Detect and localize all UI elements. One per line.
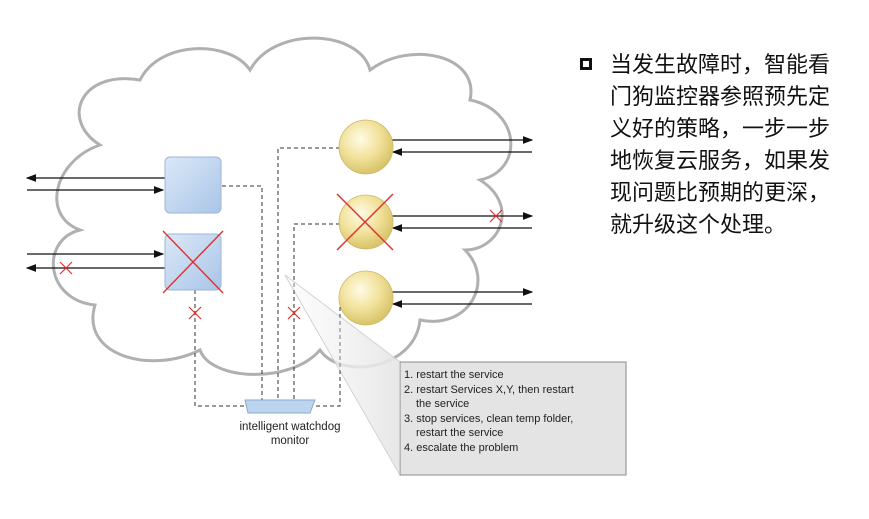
recovery-strategy-list: 1. restart the service 2. restart Servic… — [404, 368, 624, 455]
monitor-links — [194, 147, 341, 407]
service-sphere-d — [338, 194, 394, 250]
monitor-label-line-1: intelligent watchdog — [239, 421, 341, 433]
failure-x-link-d — [489, 209, 503, 223]
service-sphere-c — [338, 119, 394, 175]
watchdog-monitor-label: intelligent watchdog monitor — [210, 420, 370, 448]
strategy-step-2: 2. restart Services X,Y, then restart — [404, 383, 574, 396]
callout-edge-bottom — [284, 274, 401, 476]
monitor-label-line-2: monitor — [270, 435, 310, 447]
strategy-step-1: 1. restart the service — [404, 369, 504, 381]
callout-overlay — [285, 275, 400, 475]
strategy-step-3-cont: restart the service — [416, 427, 504, 439]
strategy-step-3: 3. stop services, clean temp folder, — [404, 412, 574, 425]
failure-x-link-b — [59, 261, 73, 275]
failure-x-node-b — [162, 230, 224, 294]
server-node-a — [164, 156, 222, 214]
strategy-box — [399, 361, 627, 476]
cloud-outline — [51, 36, 513, 376]
bullet-text: 当发生故障时，智能看门狗监控器参照预先定义好的策略，一步一步地恢复云服务，如果发… — [610, 53, 831, 238]
square-bullet-icon — [580, 58, 592, 70]
strategy-step-2-cont: the service — [416, 398, 470, 410]
watchdog-monitor-device — [244, 399, 316, 414]
failure-x-monitor-d — [287, 306, 301, 320]
service-sphere-e — [338, 270, 394, 326]
failure-x-sphere-d — [336, 193, 394, 251]
strategy-step-4: 4. escalate the problem — [404, 441, 519, 454]
callout-edge-top — [284, 274, 401, 363]
bullet-point: 当发生故障时，智能看门狗监控器参照预先定义好的策略，一步一步地恢复云服务，如果发… — [580, 50, 850, 242]
failure-x-monitor-b — [188, 306, 202, 320]
